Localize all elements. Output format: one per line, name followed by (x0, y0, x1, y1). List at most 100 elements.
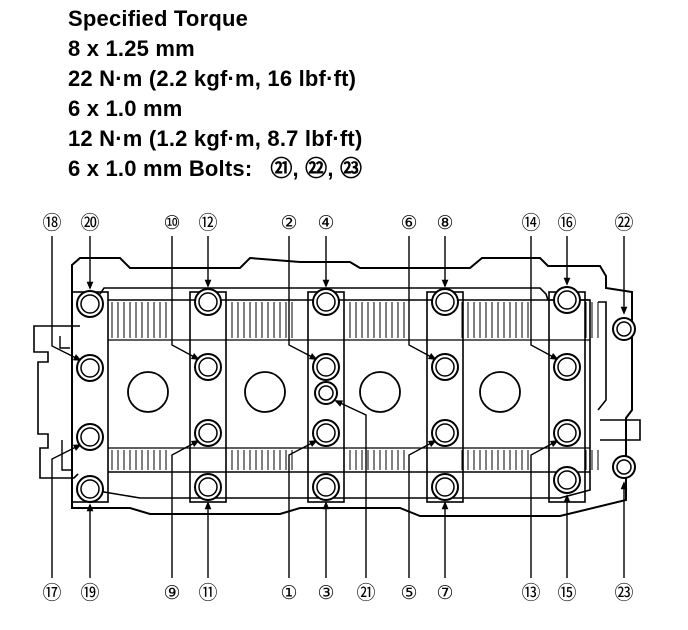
leader-arrow-1 (308, 440, 318, 447)
callout-14: ⑭ (521, 212, 540, 234)
leader-line-13 (530, 440, 558, 578)
callout-label-14: ⑭ (521, 212, 540, 234)
leader-arrow-11 (204, 501, 212, 510)
leader-arrow-23 (620, 481, 628, 490)
cam-cap-1 (71, 291, 109, 503)
callout-4: ④ (317, 212, 334, 234)
callout-22: ㉒ (614, 212, 633, 234)
leader-arrow-5 (427, 440, 437, 447)
leader-line-2 (288, 236, 317, 360)
bolt-5 (431, 419, 459, 447)
spec-size-8mm: 8 x 1.25 mm (68, 36, 195, 61)
bolt-11 (194, 473, 222, 501)
bolt-3 (312, 473, 340, 501)
callout-label-5: ⑤ (400, 582, 417, 604)
leader-arrow-19 (86, 503, 94, 512)
leader-arrow-18 (72, 354, 82, 361)
callout-label-13: ⑬ (521, 582, 540, 604)
leader-lines (51, 236, 628, 578)
callout-label-11: ⑪ (198, 582, 217, 604)
leader-line-6 (408, 236, 436, 360)
leader-arrow-14 (549, 353, 559, 360)
bolt-15 (553, 466, 581, 494)
callout-15: ⑮ (557, 582, 576, 604)
callout-label-2: ② (280, 212, 297, 234)
bolt-1 (312, 419, 340, 447)
bolt-19 (76, 475, 104, 503)
left-flange-inner (59, 336, 72, 471)
spec-size-6mm: 6 x 1.0 mm (68, 96, 183, 121)
callout-21: ㉑ (356, 582, 375, 604)
leader-arrow-12 (204, 279, 212, 288)
bolt-6 (431, 353, 459, 381)
leader-line-21 (335, 400, 367, 578)
leader-arrow-3 (322, 501, 330, 510)
callout-8: ⑧ (436, 212, 453, 234)
spec-torque-6mm: 12 N·m (1.2 kgf·m, 8.7 lbf·ft) (68, 126, 363, 151)
callout-label-10: ⑩ (163, 212, 180, 234)
leader-arrow-20 (86, 281, 94, 290)
head-outline (71, 256, 633, 517)
leader-arrow-7 (441, 501, 449, 510)
spark-plug-hole-4 (479, 371, 521, 413)
callout-12: ⑫ (198, 212, 217, 234)
callout-6: ⑥ (400, 212, 417, 234)
leader-arrow-22 (620, 306, 628, 315)
leader-arrow-15 (563, 494, 571, 503)
spark-plug-hole-3 (359, 371, 401, 413)
cam-cap-2 (189, 291, 227, 503)
bolts (76, 286, 636, 503)
callout-label-18: ⑱ (42, 212, 61, 234)
bolt-21 (314, 381, 338, 405)
leader-arrow-16 (563, 277, 571, 286)
bolt-17 (76, 423, 104, 451)
callout-2: ② (280, 212, 297, 234)
leader-arrow-4 (322, 279, 330, 288)
leader-arrow-21 (334, 400, 344, 407)
callout-16: ⑯ (557, 212, 576, 234)
spark-plug-hole-2 (244, 371, 286, 413)
right-end (597, 301, 641, 441)
leader-arrow-6 (427, 353, 437, 360)
leader-line-9 (171, 440, 199, 578)
leader-arrow-8 (441, 279, 449, 288)
callout-label-1: ① (280, 582, 297, 604)
leader-line-17 (51, 444, 81, 578)
bolt-18 (76, 354, 104, 382)
bolt-8 (431, 288, 459, 316)
bolt-10 (194, 353, 222, 381)
callout-3: ③ (317, 582, 334, 604)
callout-23: ㉓ (614, 582, 633, 604)
callout-label-8: ⑧ (436, 212, 453, 234)
callout-label-16: ⑯ (557, 212, 576, 234)
bolt-14 (553, 353, 581, 381)
leader-line-10 (171, 236, 199, 360)
callout-9: ⑨ (163, 582, 180, 604)
callout-label-4: ④ (317, 212, 334, 234)
bolt-20 (76, 290, 104, 318)
spec-torque-8mm: 22 N·m (2.2 kgf·m, 16 lbf·ft) (68, 66, 357, 91)
leader-line-14 (530, 236, 558, 360)
spec-title: Specified Torque (68, 6, 249, 31)
callout-label-6: ⑥ (400, 212, 417, 234)
callout-label-22: ㉒ (614, 212, 633, 234)
leader-arrow-2 (308, 353, 318, 360)
callout-1: ① (280, 582, 297, 604)
callout-label-19: ⑲ (80, 582, 99, 604)
spec-bolts-list: ㉑, ㉒, ㉓ (270, 156, 363, 181)
spark-plug-hole-1 (127, 371, 169, 413)
leader-arrow-13 (549, 440, 559, 447)
callout-label-15: ⑮ (557, 582, 576, 604)
cam-cap-4 (426, 291, 464, 503)
callout-19: ⑲ (80, 582, 99, 604)
bolt-16 (553, 286, 581, 314)
leader-arrow-9 (190, 440, 200, 447)
callout-label-7: ⑦ (436, 582, 453, 604)
callout-13: ⑬ (521, 582, 540, 604)
bolt-4 (312, 288, 340, 316)
callout-label-12: ⑫ (198, 212, 217, 234)
leader-arrow-17 (72, 444, 82, 451)
callout-label-9: ⑨ (163, 582, 180, 604)
